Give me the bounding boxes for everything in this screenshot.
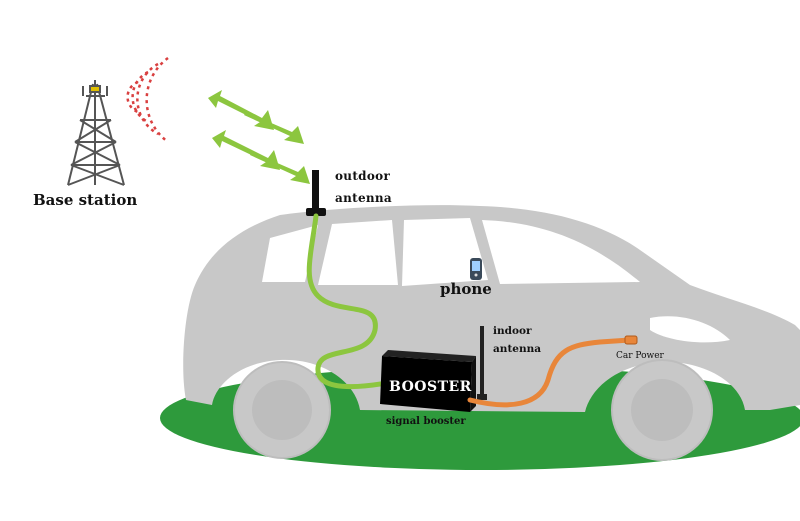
outdoor-antenna-label-line1: outdoor — [335, 169, 391, 183]
car-power-label: Car Power — [616, 351, 664, 361]
base-station-label: Base station — [33, 191, 138, 209]
cell-tower-icon — [67, 80, 125, 186]
signal-arrows — [208, 90, 310, 184]
indoor-antenna-label-line1: indoor — [493, 325, 532, 337]
mobile-phone-icon — [470, 258, 482, 280]
outdoor-cable — [306, 213, 395, 390]
phone-label: phone — [440, 280, 492, 298]
car-power-plug — [624, 335, 638, 345]
power-cable — [467, 337, 633, 408]
indoor-antenna — [477, 326, 487, 400]
car-windows — [262, 218, 640, 286]
headlight — [650, 316, 730, 343]
indoor-antenna-label-line2: antenna — [493, 343, 542, 355]
booster-label: BOOSTER — [389, 379, 472, 395]
radio-wave-icon — [126, 56, 169, 144]
outdoor-antenna — [306, 170, 326, 216]
booster-box — [380, 350, 476, 412]
signal-booster-label: signal booster — [386, 416, 466, 427]
outdoor-antenna-label-line2: antenna — [335, 191, 393, 205]
